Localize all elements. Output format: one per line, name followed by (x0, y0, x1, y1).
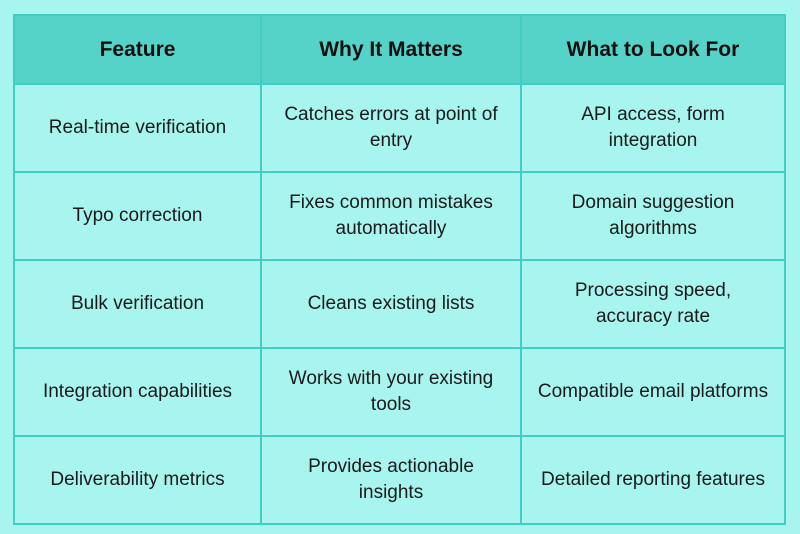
cell-look-for: Compatible email platforms (520, 347, 786, 437)
header-what-to-look-for: What to Look For (520, 14, 786, 85)
cell-feature: Typo correction (13, 171, 262, 261)
cell-feature: Integration capabilities (13, 347, 262, 437)
cell-look-for: API access, form integration (520, 83, 786, 173)
header-feature: Feature (13, 14, 262, 85)
cell-feature: Deliverability metrics (13, 435, 262, 525)
cell-why: Fixes common mistakes automatically (260, 171, 522, 261)
cell-look-for: Domain suggestion algorithms (520, 171, 786, 261)
cell-why: Provides actionable insights (260, 435, 522, 525)
table-row: Typo correction Fixes common mistakes au… (13, 171, 786, 261)
table-row: Bulk verification Cleans existing lists … (13, 259, 786, 349)
cell-why: Cleans existing lists (260, 259, 522, 349)
table-header: Feature Why It Matters What to Look For (13, 14, 786, 85)
table-row: Integration capabilities Works with your… (13, 347, 786, 437)
header-why-it-matters: Why It Matters (260, 14, 522, 85)
cell-why: Works with your existing tools (260, 347, 522, 437)
header-row: Feature Why It Matters What to Look For (13, 14, 786, 85)
comparison-table: Feature Why It Matters What to Look For … (13, 14, 786, 525)
cell-why: Catches errors at point of entry (260, 83, 522, 173)
cell-look-for: Processing speed, accuracy rate (520, 259, 786, 349)
table-row: Real-time verification Catches errors at… (13, 83, 786, 173)
table-row: Deliverability metrics Provides actionab… (13, 435, 786, 525)
cell-look-for: Detailed reporting features (520, 435, 786, 525)
table-body: Real-time verification Catches errors at… (13, 83, 786, 525)
cell-feature: Bulk verification (13, 259, 262, 349)
cell-feature: Real-time verification (13, 83, 262, 173)
